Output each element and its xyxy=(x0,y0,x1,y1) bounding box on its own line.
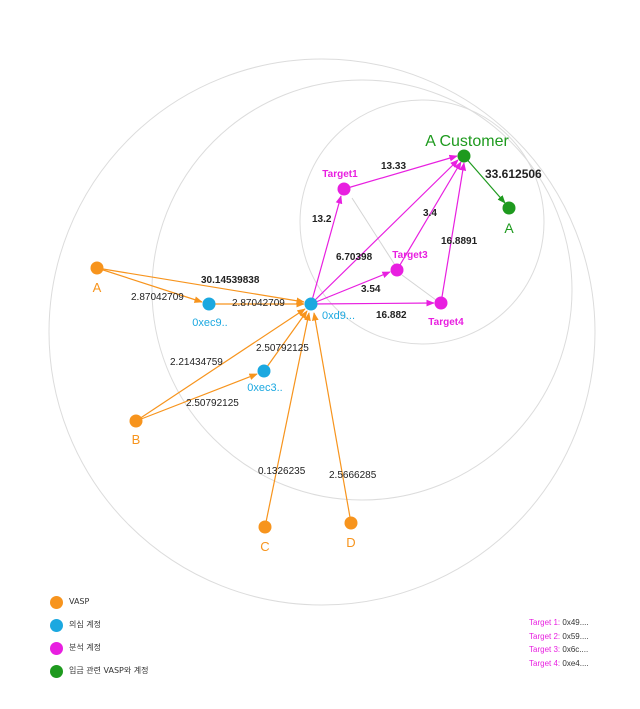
node-xec3[interactable] xyxy=(257,364,271,378)
label-a: A xyxy=(93,280,102,295)
edge-xd9-cust xyxy=(310,159,459,305)
node-b[interactable] xyxy=(129,414,143,428)
label-xec3: 0xec3.. xyxy=(247,382,282,394)
edge-label-xec9-xd9: 2.87042709 xyxy=(232,298,285,309)
target-line-1: Target 1: 0x49.... xyxy=(529,616,589,630)
node-c[interactable] xyxy=(258,520,272,534)
node-xec9[interactable] xyxy=(202,297,216,311)
edge-d-xd9 xyxy=(312,312,352,524)
edge-label-d-xd9: 2.5666285 xyxy=(329,470,377,481)
node-target1[interactable] xyxy=(337,182,351,196)
target-address: 0x6c.... xyxy=(562,645,589,654)
node-xd9[interactable] xyxy=(304,297,318,311)
edge-xec3-xd9 xyxy=(263,310,308,372)
ring-outer xyxy=(48,58,596,606)
label-xd9: 0xd9... xyxy=(322,310,355,322)
label-b: B xyxy=(132,432,141,447)
label-customer: A Customer xyxy=(425,133,509,150)
edge-t3-cust xyxy=(396,161,462,271)
edge-label-a-xd9: 30.14539838 xyxy=(201,275,260,286)
edge-a-xec9 xyxy=(96,267,203,303)
node-target3[interactable] xyxy=(390,263,404,277)
target-key: Target 4: xyxy=(529,658,561,668)
target-key: Target 2: xyxy=(529,631,561,641)
label-c: C xyxy=(260,539,269,554)
legend-label: 분석 계정 xyxy=(69,643,101,652)
node-d[interactable] xyxy=(344,516,358,530)
target-line-4: Target 4: 0xe4.... xyxy=(529,657,589,671)
target-address: 0xe4.... xyxy=(562,658,589,668)
ring-middle xyxy=(151,79,573,501)
target-address: 0x59.... xyxy=(562,631,589,641)
label-d: D xyxy=(346,535,355,550)
legend-dot-customer xyxy=(50,665,63,678)
edge-c-xd9 xyxy=(264,312,311,528)
target-address: 0x49.... xyxy=(562,618,589,627)
edge-label-xd9-t1: 13.2 xyxy=(312,214,332,225)
edge-label-cust-a2: 33.612506 xyxy=(485,167,542,181)
target-key: Target 1: xyxy=(529,618,561,627)
edge-label-t1-cust: 13.33 xyxy=(381,161,406,172)
edge-t4-cust xyxy=(440,162,467,304)
ring-inner xyxy=(299,99,545,345)
background-rings xyxy=(48,58,596,606)
edge-label-xd9-t4: 16.882 xyxy=(376,310,407,321)
edge-label-xec3-xd9: 2.50792125 xyxy=(256,343,309,354)
label-target1: Target1 xyxy=(322,169,358,180)
legend-label: 입금 관련 VASP와 계정 xyxy=(69,666,149,675)
edge-b-xec3 xyxy=(135,373,258,422)
nodes xyxy=(90,149,516,534)
edge-xd9-t3 xyxy=(310,271,391,305)
legend-label: 의심 계정 xyxy=(69,620,101,629)
edge-xd9-t4 xyxy=(310,299,435,307)
edge-label-b-xd9: 2.21434759 xyxy=(170,357,223,368)
edge-cust-a2 xyxy=(463,155,506,204)
node-a2[interactable] xyxy=(502,201,516,215)
faint-edge-1 xyxy=(351,197,396,266)
target-address-list: Target 1: 0x49.... Target 2: 0x59.... Ta… xyxy=(529,616,589,670)
edge-label-c-xd9: 0.1326235 xyxy=(258,466,306,477)
target-line-3: Target 3: 0x6c.... xyxy=(529,643,589,657)
node-labels: A B C D 0xec9.. 0xec3.. 0xd9... Target1 … xyxy=(93,133,515,554)
label-xec9: 0xec9.. xyxy=(192,317,227,329)
label-a2: A xyxy=(504,220,514,236)
edge-t1-cust xyxy=(343,154,458,190)
edge-labels: 30.14539838 2.87042709 2.87042709 2.2143… xyxy=(131,161,542,481)
edge-b-xd9 xyxy=(135,308,306,422)
target-key: Target 3: xyxy=(529,645,561,654)
label-target3: Target3 xyxy=(392,250,428,261)
edge-xd9-t1 xyxy=(310,195,343,305)
edge-label-t3-cust: 3.4 xyxy=(423,208,437,219)
legend-dot-vasp xyxy=(50,596,63,609)
edge-label-b-xec3: 2.50792125 xyxy=(186,398,239,409)
orange-edges xyxy=(96,267,352,528)
node-customer[interactable] xyxy=(457,149,471,163)
legend-dot-target xyxy=(50,642,63,655)
edge-label-a-xec9: 2.87042709 xyxy=(131,292,184,303)
node-target4[interactable] xyxy=(434,296,448,310)
faint-edges xyxy=(351,197,437,301)
target-line-2: Target 2: 0x59.... xyxy=(529,630,589,644)
magenta-edges xyxy=(310,154,467,307)
edge-label-t4-cust: 16.8891 xyxy=(441,236,478,247)
edge-label-xd9-t3: 3.54 xyxy=(361,284,381,295)
legend-dot-suspect xyxy=(50,619,63,632)
label-target4: Target4 xyxy=(428,317,464,328)
faint-edge-2 xyxy=(401,274,437,301)
node-a[interactable] xyxy=(90,261,104,275)
legend-label: VASP xyxy=(69,597,90,606)
edge-label-xd9-cust: 6.70398 xyxy=(336,252,373,263)
edge-a-xd9 xyxy=(96,267,305,305)
